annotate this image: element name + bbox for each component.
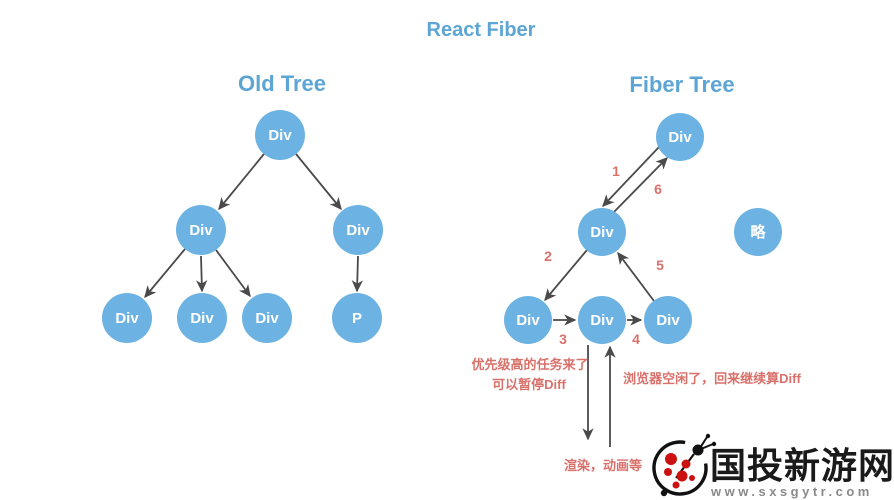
fiber-node-bottom2: Div (578, 296, 626, 344)
step-label-4: 4 (632, 331, 640, 347)
old-node-root-circle (255, 110, 305, 160)
fiber-node-root-label: Div (668, 129, 692, 146)
old-node-root-label: Div (268, 127, 292, 144)
old-edge-left-child2 (196, 255, 208, 293)
watermark: 国投新游网 www.sxsgytr.com (652, 433, 894, 499)
old-tree-heading: Old Tree (238, 71, 326, 96)
old-tree: Old Tree Div Div Div Div Div (102, 71, 383, 343)
ladybug-logo-icon (652, 433, 717, 497)
old-node-p: P (332, 293, 382, 343)
fiber-tree-heading: Fiber Tree (629, 72, 734, 97)
old-node-child1-circle (102, 293, 152, 343)
old-node-child1: Div (102, 293, 152, 343)
fiber-node-mid: Div (578, 208, 626, 256)
annotation-pause-line1: 优先级高的任务来了 (471, 357, 588, 372)
watermark-site-url: www.sxsgytr.com (710, 484, 873, 499)
old-node-left-label: Div (189, 222, 213, 239)
page-title: React Fiber (427, 19, 536, 41)
annotation-pause-line2: 可以暂停Diff (492, 377, 566, 392)
old-node-child2-circle (177, 293, 227, 343)
old-edge-right-p (351, 255, 363, 293)
fiber-node-bottom1-circle (504, 296, 552, 344)
step-label-2: 2 (544, 248, 552, 264)
old-node-left-circle (176, 205, 226, 255)
annotation-render: 渲染，动画等 (564, 458, 642, 473)
annotation-resume: 浏览器空闲了，回来继续算Diff (623, 371, 801, 386)
old-node-child3-label: Div (255, 310, 279, 327)
fiber-node-skip-circle (734, 208, 782, 256)
old-edge-root-left (218, 153, 265, 211)
old-edge-left-child3 (215, 249, 251, 298)
fiber-node-bottom3: Div (644, 296, 692, 344)
old-node-child2-label: Div (190, 310, 214, 327)
old-node-right-circle (333, 205, 383, 255)
fiber-tree: Fiber Tree 1 2 3 4 5 6 Div Div Div (471, 72, 801, 473)
step-label-6: 6 (654, 181, 662, 197)
fiber-node-root-circle (656, 113, 704, 161)
step-label-5: 5 (656, 257, 664, 273)
old-node-child3: Div (242, 293, 292, 343)
old-node-p-circle (332, 293, 382, 343)
fiber-node-mid-label: Div (590, 224, 614, 241)
fiber-node-skip: 略 (734, 208, 782, 256)
fiber-node-skip-label: 略 (750, 223, 766, 241)
old-node-child3-circle (242, 293, 292, 343)
fiber-node-bottom2-label: Div (590, 312, 614, 329)
step-label-1: 1 (612, 163, 620, 179)
old-node-child2: Div (177, 293, 227, 343)
old-node-p-label: P (352, 310, 362, 327)
old-node-right-label: Div (346, 222, 370, 239)
watermark-site-name: 国投新游网 (710, 445, 894, 486)
old-edge-left-child1 (144, 248, 186, 299)
old-edge-root-right (295, 153, 342, 211)
old-node-left: Div (176, 205, 226, 255)
fiber-node-bottom2-circle (578, 296, 626, 344)
fiber-edge-step1 (602, 146, 660, 207)
fiber-node-bottom3-label: Div (656, 312, 680, 329)
fiber-edge-step5 (617, 251, 655, 302)
step-label-3: 3 (559, 331, 567, 347)
fiber-node-root: Div (656, 113, 704, 161)
fiber-node-mid-circle (578, 208, 626, 256)
fiber-node-bottom3-circle (644, 296, 692, 344)
fiber-node-bottom1: Div (504, 296, 552, 344)
old-node-root: Div (255, 110, 305, 160)
fiber-edge-step6 (610, 157, 668, 216)
old-node-child1-label: Div (115, 310, 139, 327)
old-node-right: Div (333, 205, 383, 255)
fiber-node-bottom1-label: Div (516, 312, 540, 329)
fiber-edge-step2 (544, 249, 588, 302)
